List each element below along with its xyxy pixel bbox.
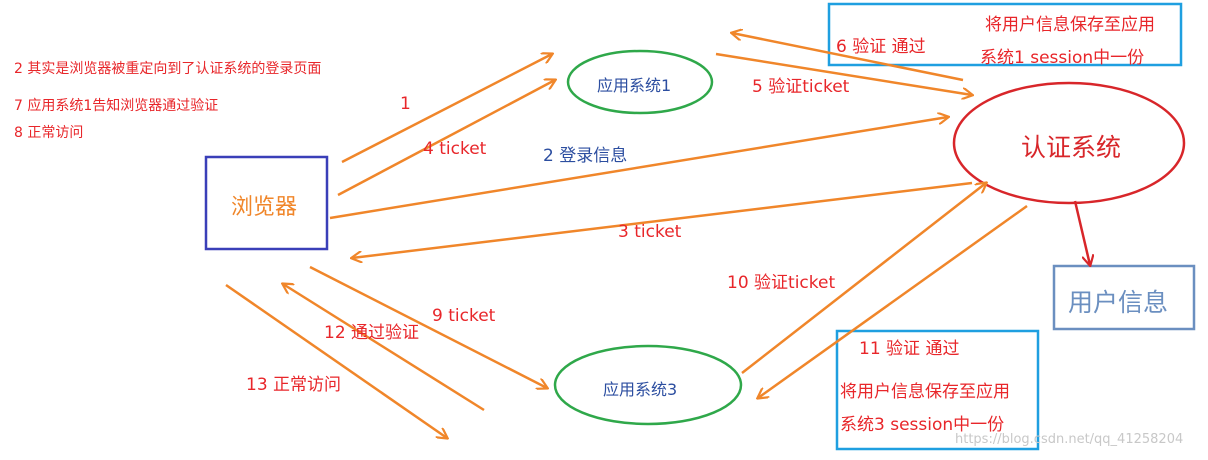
bottom-box-line1: 11 验证 通过 <box>859 339 960 359</box>
arrow-4 <box>337 80 555 197</box>
arrow-13 <box>225 283 447 438</box>
label-step-5: 5 验证ticket <box>752 77 850 97</box>
arrow-12 <box>283 284 485 412</box>
userinfo-box <box>1052 264 1196 331</box>
arrow-6 <box>732 33 964 82</box>
arrow-2 <box>329 117 948 220</box>
bottom-note-box <box>835 329 1040 451</box>
app1-ellipse <box>566 49 714 115</box>
bottom-box-line2: 将用户信息保存至应用 <box>840 382 1010 402</box>
top-box-line2: 将用户信息保存至应用 <box>985 15 1155 35</box>
label-step-3: 3 ticket <box>618 222 682 242</box>
arrow-3 <box>352 181 973 258</box>
arrow-auth-userinfo <box>1073 200 1090 265</box>
note-normal-access: 8 正常访问 <box>14 125 84 141</box>
auth-ellipse <box>952 81 1186 205</box>
browser-label: 浏览器 <box>231 195 298 220</box>
label-step-2: 2 登录信息 <box>543 146 628 166</box>
bottom-box-line3: 系统3 session中一份 <box>840 415 1005 435</box>
auth-label: 认证系统 <box>1021 133 1122 162</box>
arrow-5 <box>715 52 972 95</box>
watermark: https://blog.csdn.net/qq_41258204 <box>955 432 1184 447</box>
browser-box <box>204 155 329 251</box>
arrow-11 <box>758 204 1028 398</box>
arrow-9 <box>309 265 547 388</box>
app3-label: 应用系统3 <box>603 380 678 399</box>
top-box-line1: 6 验证 通过 <box>836 37 926 57</box>
app3-ellipse <box>553 344 743 426</box>
top-note-box <box>827 2 1183 67</box>
app1-label: 应用系统1 <box>597 76 672 95</box>
note-app1-tells: 7 应用系统1告知浏览器通过验证 <box>14 98 219 114</box>
top-box-line3: 系统1 session中一份 <box>980 48 1145 68</box>
label-step-4: 4 ticket <box>423 139 487 159</box>
note-redirect: 2 其实是浏览器被重定向到了认证系统的登录页面 <box>14 61 322 77</box>
label-step-10: 10 验证ticket <box>727 273 836 293</box>
arrow-10 <box>741 183 986 374</box>
label-step-9: 9 ticket <box>432 306 496 326</box>
arrow-1 <box>341 54 552 164</box>
userinfo-label: 用户信息 <box>1068 288 1169 317</box>
label-step-12: 12 通过验证 <box>324 323 420 343</box>
label-step-13: 13 正常访问 <box>246 375 342 395</box>
label-step-1: 1 <box>400 94 411 114</box>
